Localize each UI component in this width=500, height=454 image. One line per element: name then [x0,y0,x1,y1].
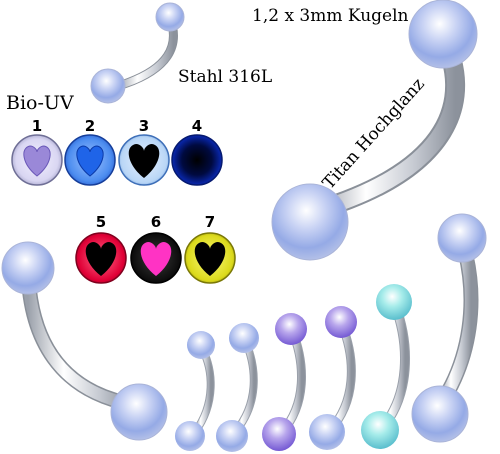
swatch-number-2: 2 [84,117,96,135]
barbell-small-5 [361,284,412,449]
swatch-number-7: 7 [204,213,216,231]
ball-swatch-3 [118,134,170,186]
swatch-number-4: 4 [191,117,203,135]
ball-swatch-7 [184,232,236,284]
barbell-small-3 [262,313,307,451]
steel-barbell [90,2,185,104]
swatch-number-5: 5 [95,213,107,231]
barbell-small-2 [216,323,259,452]
ball-size-label: 1,2 x 3mm Kugeln [252,6,409,26]
swatch-number-3: 3 [138,117,150,135]
bio-uv-label: Bio-UV [6,92,74,114]
swatch-number-6: 6 [150,213,162,231]
barbell-right [411,213,487,443]
barbell-small-1 [175,331,215,451]
ball-swatch-4 [171,134,223,186]
barbell-small-4 [309,306,357,450]
titan-barbell-large [271,0,478,261]
ball-swatch-5 [75,232,127,284]
ball-swatch-6 [130,232,182,284]
steel-label: Stahl 316L [178,67,273,87]
swatch-number-1: 1 [31,117,43,135]
ball-swatch-2 [64,134,116,186]
barbell-left [1,241,168,441]
ball-swatch-1 [11,134,63,186]
